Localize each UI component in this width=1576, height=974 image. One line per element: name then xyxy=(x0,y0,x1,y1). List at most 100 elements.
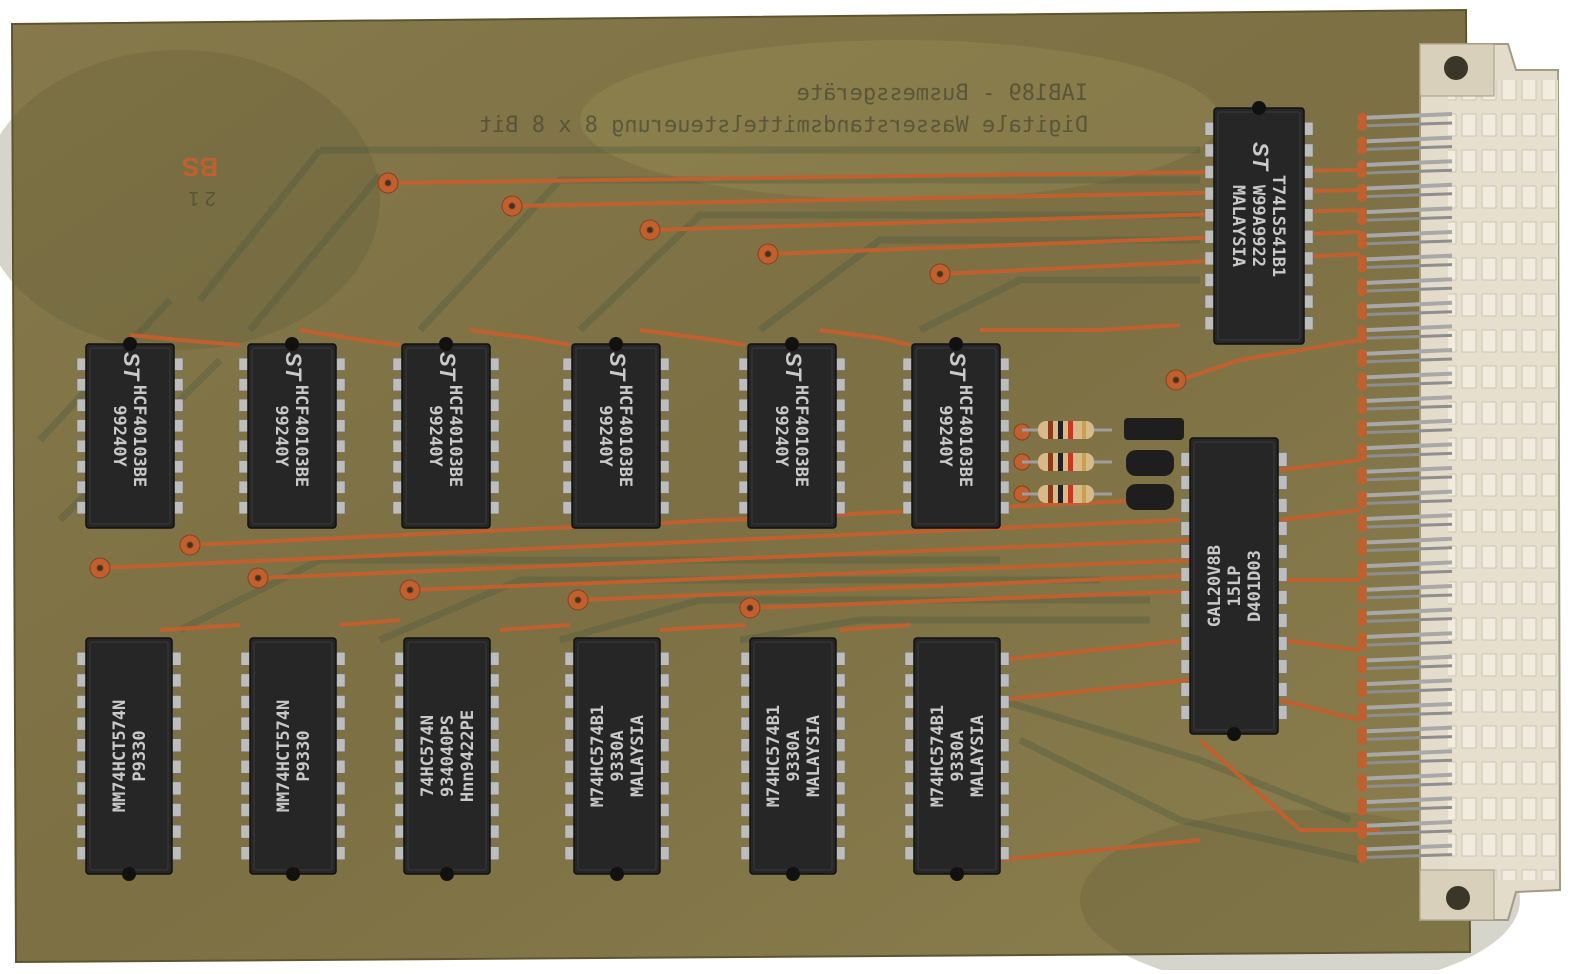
connector-pin xyxy=(1357,371,1453,391)
connector-pin xyxy=(1357,182,1453,202)
connector-pin xyxy=(1357,300,1453,320)
small-component xyxy=(1126,484,1174,510)
ic-label-text: GAL20V8B xyxy=(1205,545,1225,627)
connector-pin xyxy=(1357,466,1453,485)
connector-pin xyxy=(1357,702,1453,721)
ic-label-text: MM74HCT574N xyxy=(274,700,294,813)
connector-pin xyxy=(1357,253,1453,273)
ic-label-text: MM74HCT574N xyxy=(110,700,130,813)
small-components xyxy=(1124,418,1184,510)
connector-pin xyxy=(1357,772,1453,792)
connector-pin xyxy=(1357,159,1453,179)
ic-label-text: 74HC574N xyxy=(418,715,438,797)
ic-label-text: HCF40103BE xyxy=(615,385,635,487)
connector-pin xyxy=(1357,820,1453,839)
ic-label-text: HCF40103BE xyxy=(129,385,149,487)
connector-pin xyxy=(1357,489,1453,509)
ic-label-text: MALAYSIA xyxy=(628,715,648,797)
ic-label-text: 9330A xyxy=(608,730,628,781)
connector-pin xyxy=(1357,584,1453,603)
mirrored-title-line2: Digitale Wasserstandsmittelsteuerung 8 x… xyxy=(479,113,1088,138)
connector-pin xyxy=(1357,395,1453,415)
connector-pin xyxy=(1357,607,1453,627)
ic-label-text: 99240Y xyxy=(425,405,445,467)
ic-label-text: HCF40103BE xyxy=(291,385,311,487)
ic-label-text: MALAYSIA xyxy=(968,715,988,797)
connector-pin xyxy=(1357,418,1453,438)
st-logo-icon: ST xyxy=(945,352,970,382)
board-mark: BS 2 1 xyxy=(182,152,218,209)
ic-label-text: P9330 xyxy=(294,730,314,781)
connector-pin xyxy=(1357,560,1453,580)
ic-label-text: T74LS541B1 xyxy=(1268,175,1288,277)
st-logo-icon: ST xyxy=(781,352,806,382)
st-logo-icon: ST xyxy=(605,352,630,382)
ic-label-text: 99240Y xyxy=(595,405,615,467)
resistor xyxy=(1022,421,1112,439)
connector-pin xyxy=(1357,442,1453,462)
connector-pin xyxy=(1357,654,1453,674)
mirrored-board-title: IAB189 - Busmessgeräte Digitale Wasserst… xyxy=(479,81,1088,138)
ic-label-text: HCF40103BE xyxy=(955,385,975,487)
ic-label-text: 9330A xyxy=(784,730,804,781)
integrated-circuits: HCF40103BE99240YSTHCF40103BE99240YSTHCF4… xyxy=(76,101,1314,881)
connector-pin xyxy=(1357,277,1453,297)
small-component xyxy=(1126,450,1174,476)
ic-label-text: 99240Y xyxy=(935,405,955,467)
mirrored-title-line1: IAB189 - Busmessgeräte xyxy=(797,81,1088,106)
edge-connector xyxy=(1357,43,1562,921)
ic-label-text: D401D03 xyxy=(1245,550,1265,622)
connector-pin xyxy=(1357,206,1453,226)
ic-label-text: 9330A xyxy=(948,730,968,781)
connector-pin xyxy=(1357,843,1453,863)
ic-label-text: M74HC574B1 xyxy=(588,705,608,807)
ic-label-text: HCF40103BE xyxy=(445,385,465,487)
connector-pin xyxy=(1357,536,1453,556)
resistor xyxy=(1022,453,1112,471)
ic-label-text: W99A9922 xyxy=(1248,185,1268,267)
connector-pin xyxy=(1357,725,1453,745)
st-logo-icon: ST xyxy=(281,352,306,382)
small-component xyxy=(1124,418,1184,440)
ic-label-text: MALAYSIA xyxy=(804,715,824,797)
ic-label-text: M74HC574B1 xyxy=(928,705,948,807)
ic-label-text: 15LP xyxy=(1225,566,1245,607)
ic-label-text: P9330 xyxy=(130,730,150,781)
ic-label-text: 99240Y xyxy=(771,405,791,467)
ic-label-text: 99240Y xyxy=(109,405,129,467)
ic-label-text: MALAYSIA xyxy=(1228,185,1248,267)
connector-pin xyxy=(1357,112,1453,131)
st-logo-icon: ST xyxy=(119,352,144,382)
ic-label-text: Hnn9422PE xyxy=(458,710,478,802)
connector-pins xyxy=(1357,112,1453,863)
connector-pin xyxy=(1357,135,1453,155)
connector-pin xyxy=(1357,678,1453,698)
connector-pin xyxy=(1357,749,1453,769)
connector-pin xyxy=(1357,796,1453,816)
ic-label-text: M74HC574B1 xyxy=(764,705,784,807)
connector-pin xyxy=(1357,230,1453,249)
resistor-array xyxy=(1022,421,1112,503)
connector-pin xyxy=(1357,324,1453,344)
ic-label-text: 99240Y xyxy=(271,405,291,467)
connector-pin xyxy=(1357,631,1453,651)
via-pads xyxy=(89,172,1187,619)
ic-label-text: HCF40103BE xyxy=(791,385,811,487)
connector-pin xyxy=(1357,348,1453,367)
connector-pin xyxy=(1357,513,1453,533)
